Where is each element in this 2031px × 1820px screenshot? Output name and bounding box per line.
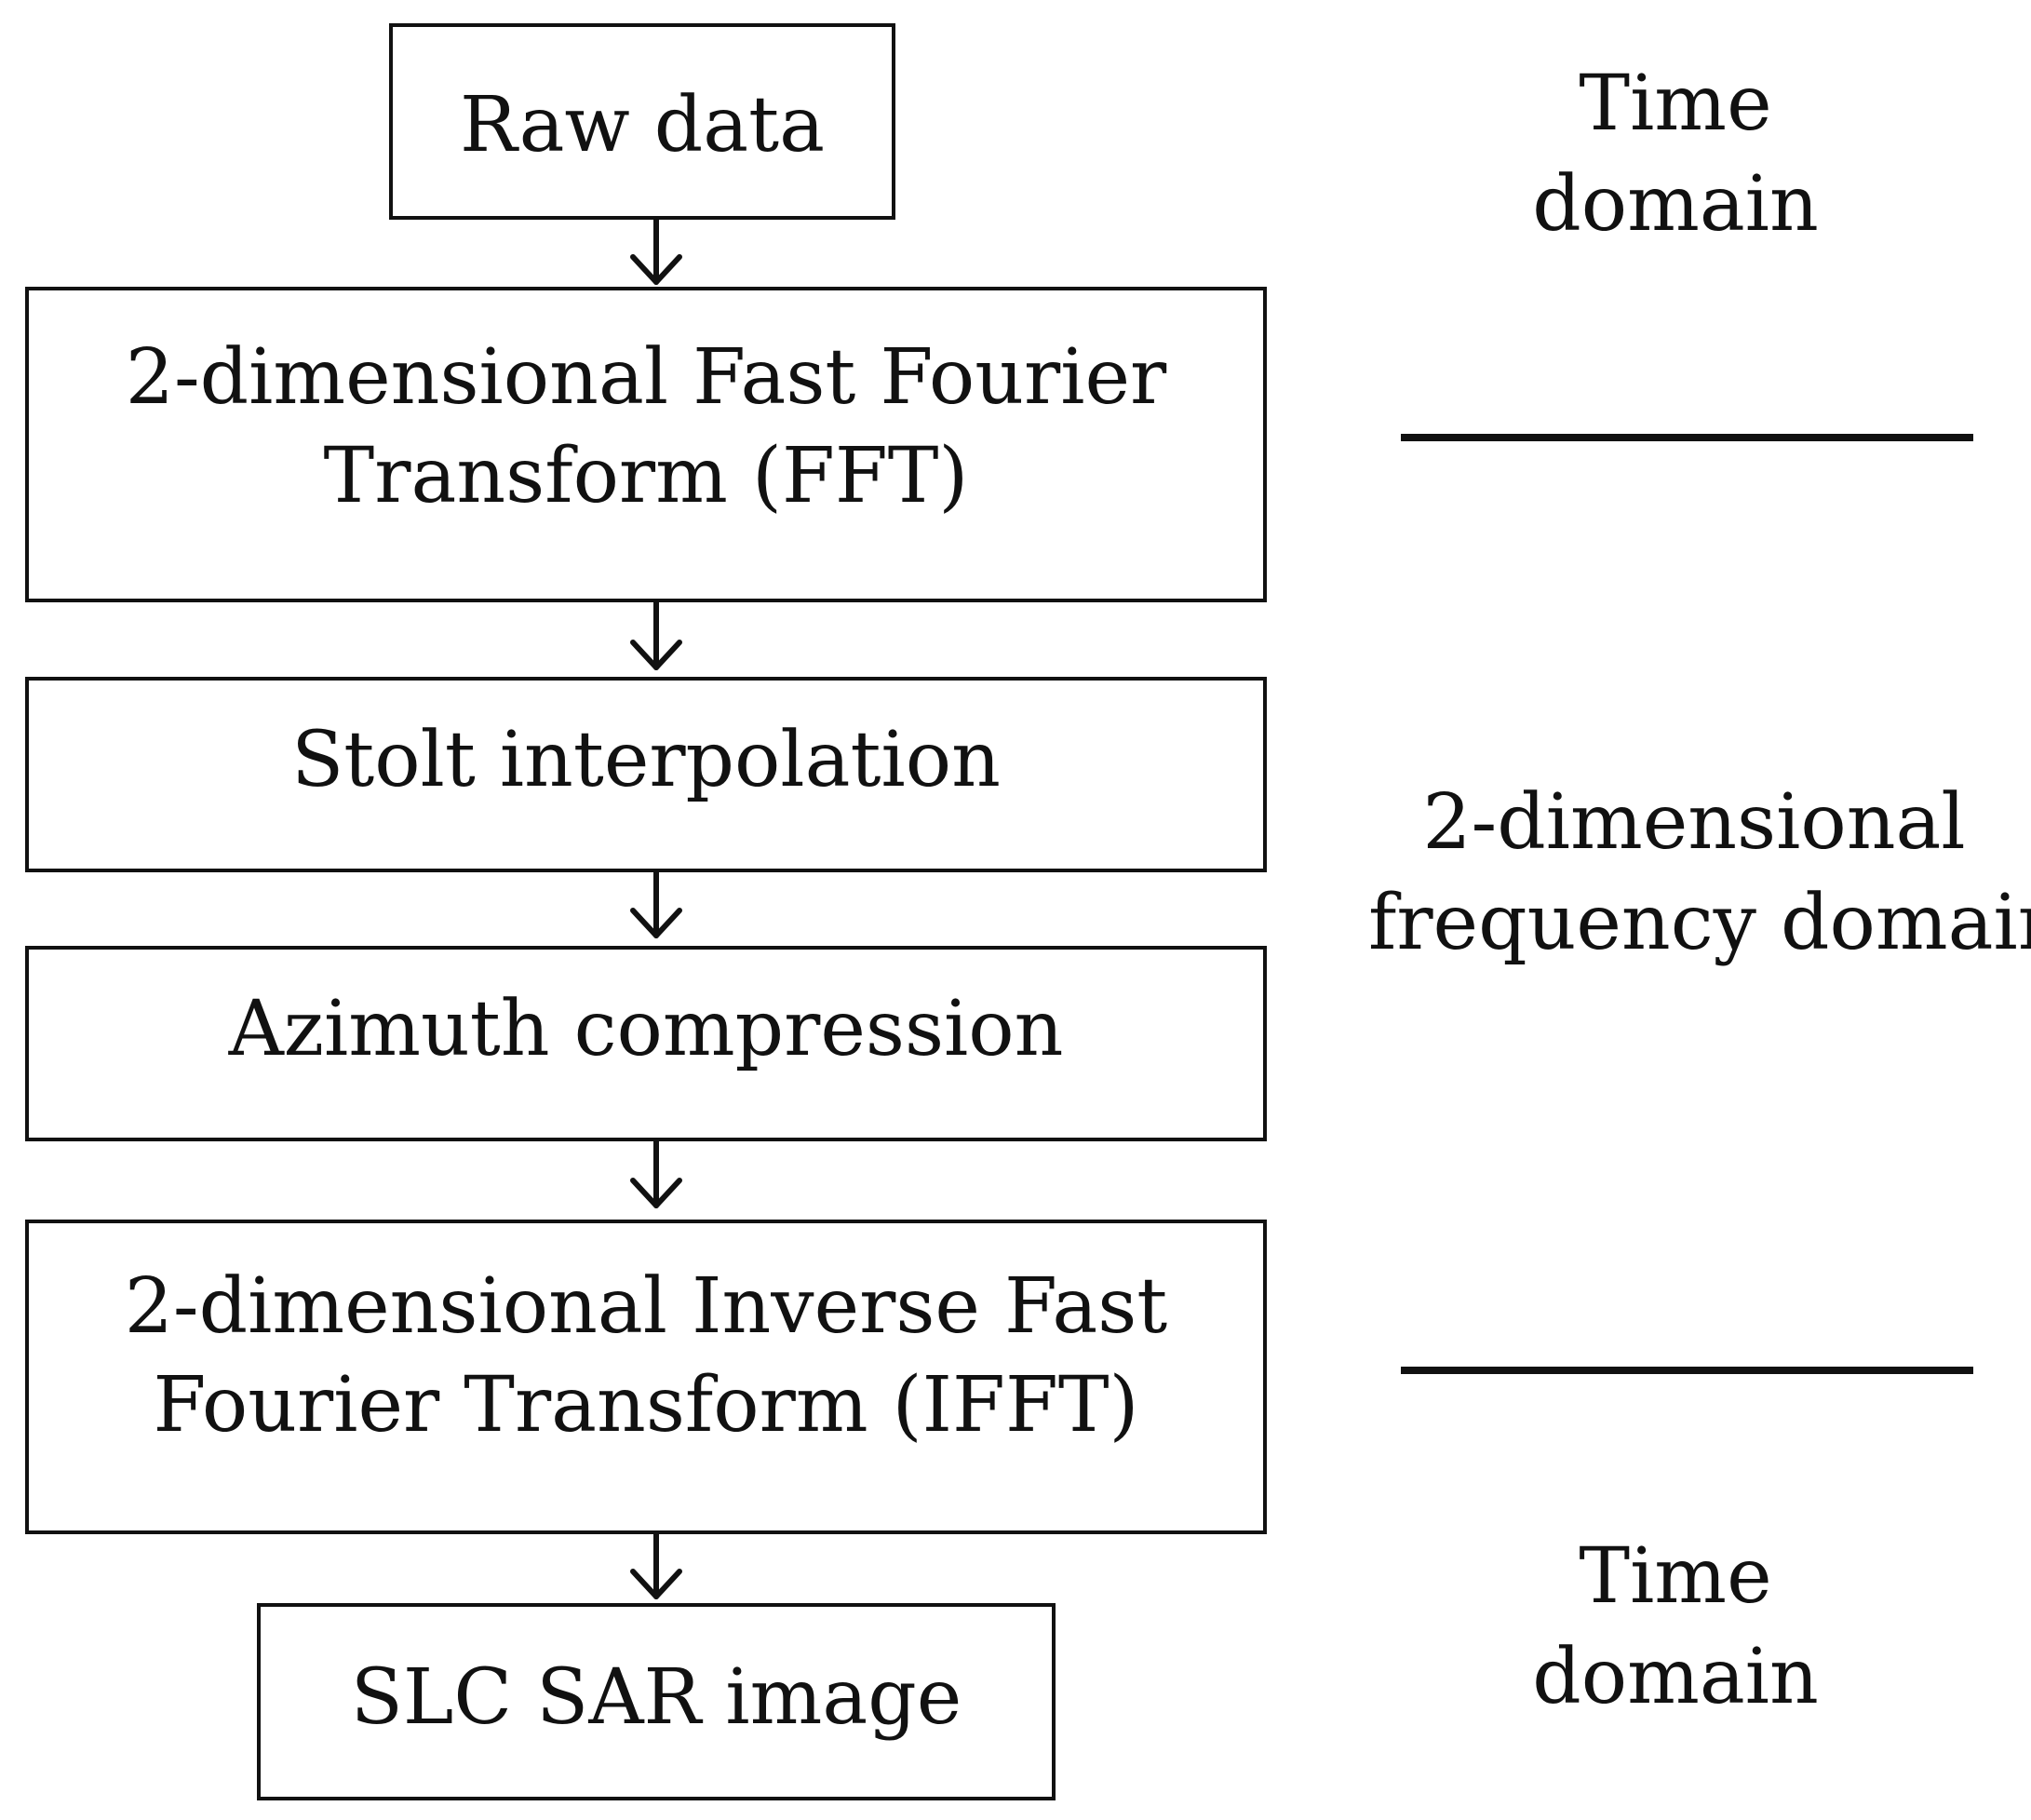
step-stolt-interpolation-label: Stolt interpolation bbox=[291, 716, 1001, 804]
step-slc-sar-image: SLC SAR image bbox=[257, 1603, 1056, 1800]
step-fft: 2-dimensional Fast Fourier Transform (FF… bbox=[25, 287, 1267, 602]
step-azimuth-compression-label: Azimuth compression bbox=[228, 985, 1064, 1073]
step-slc-sar-image-label: SLC SAR image bbox=[350, 1653, 962, 1742]
domain-label-top-line1: Time bbox=[1579, 60, 1772, 148]
arrow-azimuth-to-ifft bbox=[630, 1139, 682, 1208]
domain-label-bottom-line2: domain bbox=[1532, 1633, 1819, 1721]
step-ifft: 2-dimensional Inverse Fast Fourier Trans… bbox=[25, 1220, 1267, 1534]
step-ifft-label-line2: Fourier Transform (IFFT) bbox=[153, 1361, 1139, 1449]
arrow-ifft-to-slc bbox=[630, 1531, 682, 1599]
domain-label-middle-line2: frequency domain bbox=[1368, 879, 2031, 967]
arrow-raw-to-fft bbox=[630, 217, 682, 285]
step-raw-data-label: Raw data bbox=[460, 81, 825, 169]
domain-label-middle-line1: 2-dimensional bbox=[1422, 778, 1966, 867]
domain-label-bottom-line1: Time bbox=[1579, 1532, 1772, 1621]
step-raw-data: Raw data bbox=[389, 23, 895, 220]
step-fft-label-line1: 2-dimensional Fast Fourier bbox=[125, 333, 1167, 422]
step-stolt-interpolation: Stolt interpolation bbox=[25, 677, 1267, 872]
step-ifft-label-line1: 2-dimensional Inverse Fast bbox=[124, 1262, 1168, 1351]
arrow-fft-to-stolt bbox=[630, 600, 682, 670]
arrow-stolt-to-azimuth bbox=[630, 870, 682, 938]
step-fft-label-line2: Transform (FFT) bbox=[323, 432, 969, 520]
domain-label-top-line2: domain bbox=[1532, 160, 1819, 249]
step-azimuth-compression: Azimuth compression bbox=[25, 946, 1267, 1141]
